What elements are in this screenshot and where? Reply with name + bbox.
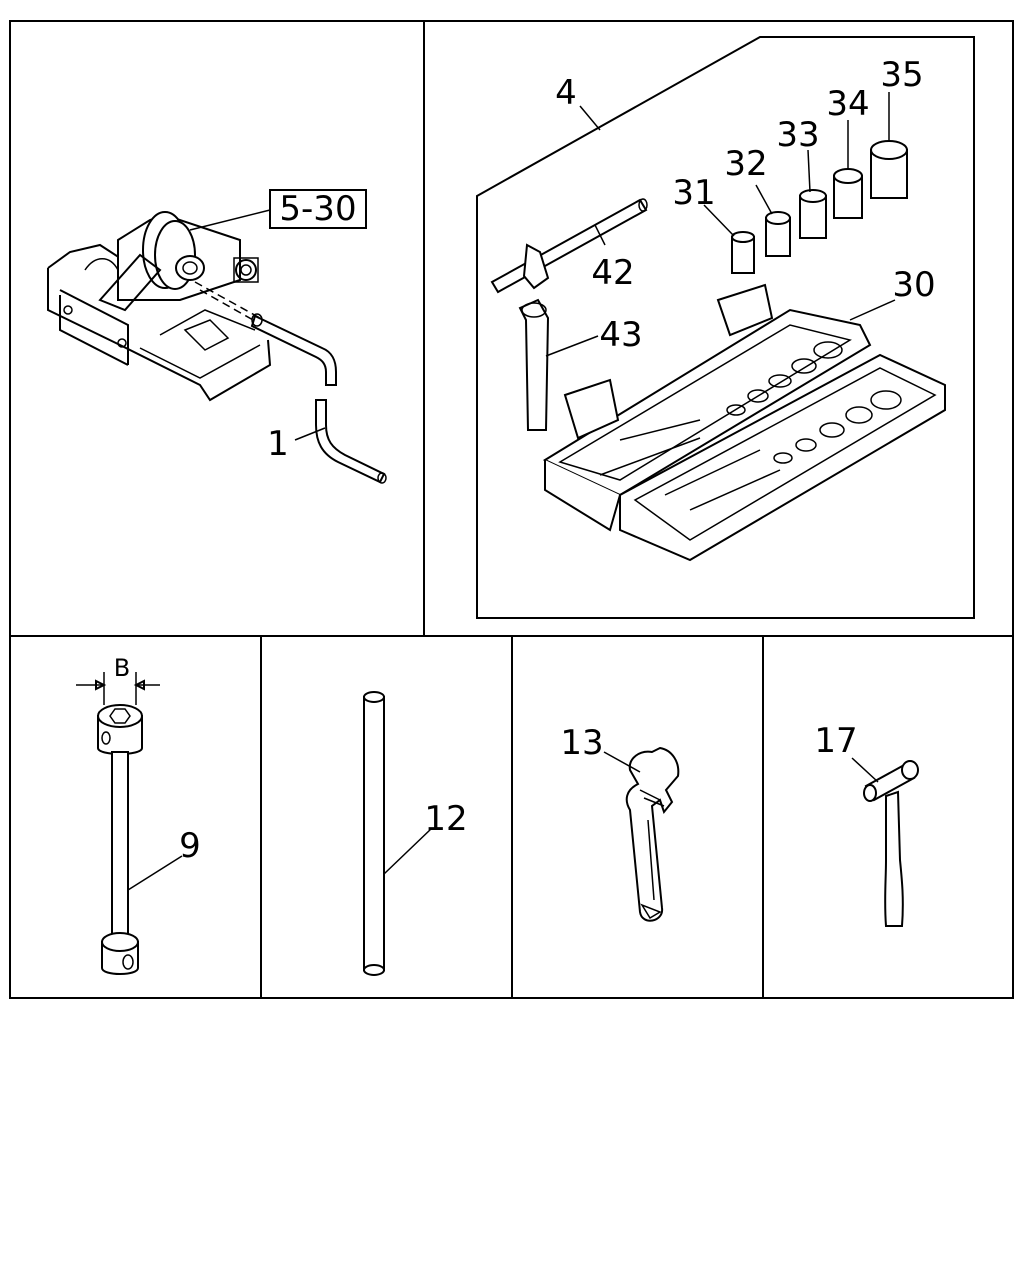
svg-text:5-30: 5-30	[279, 189, 356, 229]
callout-part-33: 33	[776, 115, 819, 155]
adjustable-wrench-drawing	[603, 746, 680, 922]
bar-drawing	[363, 691, 433, 976]
callout-part-1: 1	[267, 424, 289, 464]
svg-text:43: 43	[599, 315, 642, 355]
svg-text:12: 12	[424, 799, 467, 839]
svg-text:17: 17	[814, 721, 857, 761]
callout-part-31: 31	[672, 173, 715, 213]
callout-part-13: 13	[560, 723, 603, 763]
callout-part-9: 9	[179, 826, 201, 866]
svg-text:35: 35	[880, 55, 923, 95]
callout-ref-5-30: 5-30	[279, 189, 356, 229]
callout-part-34: 34	[826, 84, 869, 124]
callout-dimension-b: B	[114, 654, 130, 682]
callout-part-32: 32	[724, 144, 767, 184]
spare-wheel-carrier-drawing	[47, 189, 387, 484]
hammer-drawing	[851, 757, 919, 927]
svg-text:33: 33	[776, 115, 819, 155]
svg-text:31: 31	[672, 173, 715, 213]
callout-part-42: 42	[591, 253, 634, 293]
panel-frames	[9, 20, 1014, 999]
svg-text:B: B	[114, 654, 130, 682]
svg-text:13: 13	[560, 723, 603, 763]
svg-text:34: 34	[826, 84, 869, 124]
callout-part-4: 4	[555, 73, 577, 113]
callout-part-12: 12	[424, 799, 467, 839]
callout-part-35: 35	[880, 55, 923, 95]
svg-text:32: 32	[724, 144, 767, 184]
svg-text:4: 4	[555, 73, 577, 113]
wheel-nut-wrench-drawing	[76, 672, 183, 975]
tool-kit-drawing	[476, 36, 975, 619]
callout-part-17: 17	[814, 721, 857, 761]
svg-text:42: 42	[591, 253, 634, 293]
svg-text:1: 1	[267, 424, 289, 464]
svg-text:9: 9	[179, 826, 201, 866]
callout-part-30: 30	[892, 265, 935, 305]
svg-text:30: 30	[892, 265, 935, 305]
callout-part-43: 43	[599, 315, 642, 355]
